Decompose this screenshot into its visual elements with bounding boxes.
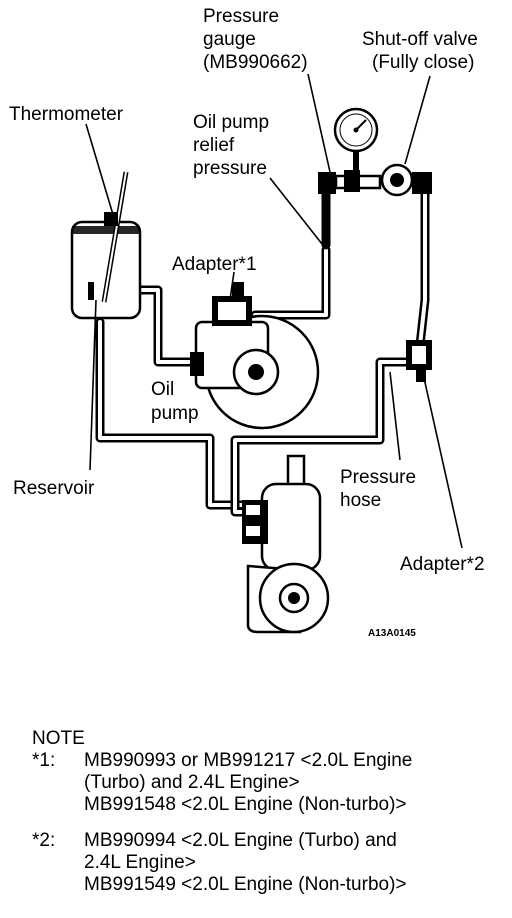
label-reservoir: Reservoir [13,478,95,499]
label-oil-pump-1: Oil [151,379,174,400]
note-line: 2.4L Engine> [84,852,196,873]
adapter-2 [406,340,432,382]
note-line: MB990993 or MB991217 <2.0L Engine [84,750,413,771]
note-line: MB990994 <2.0L Engine (Turbo) and [84,830,397,851]
figure-code: A13A0145 [368,628,416,639]
oil-pump [190,282,320,430]
note-line: MB991549 <2.0L Engine (Non-turbo)> [84,874,407,895]
note-title: NOTE [32,728,85,749]
leader-lines [85,73,463,549]
pressure-gauge [333,107,379,180]
label-adapter-1: Adapter*1 [172,254,257,275]
note-text-2: MB990994 <2.0L Engine (Turbo) and 2.4L E… [84,830,502,896]
label-shutoff-valve-2: (Fully close) [372,52,474,73]
label-relief-3: pressure [193,158,267,179]
label-thermometer: Thermometer [9,104,124,125]
label-relief-1: Oil pump [193,112,269,133]
label-pressure-gauge-2: gauge [203,29,256,50]
note-line: MB991548 <2.0L Engine (Non-turbo)> [84,794,407,815]
thermometer [101,171,129,303]
hoses [95,175,430,517]
labels: Pressure gauge (MB990662) Shut-off valve… [9,6,485,639]
label-oil-pump-2: pump [151,403,199,424]
gauge-manifold [318,163,432,197]
note-section: NOTE *1: MB990993 or MB991217 <2.0L Engi… [32,728,502,896]
steering-gear [242,454,330,634]
label-relief-2: relief [193,135,235,156]
label-shutoff-valve-1: Shut-off valve [362,29,478,50]
note-line: (Turbo) and 2.4L Engine> [84,772,300,793]
label-pressure-hose-2: hose [340,490,381,511]
label-pressure-hose-1: Pressure [340,467,416,488]
label-pressure-gauge-3: (MB990662) [203,52,308,73]
reservoir [70,220,142,320]
note-item-1: *1: MB990993 or MB991217 <2.0L Engine (T… [32,750,502,816]
note-key-2: *2: [32,830,56,851]
label-adapter-2: Adapter*2 [400,554,485,575]
note-text-1: MB990993 or MB991217 <2.0L Engine (Turbo… [84,750,502,816]
label-pressure-gauge-1: Pressure [203,6,279,27]
note-key-1: *1: [32,750,56,771]
power-steering-test-diagram: Pressure gauge (MB990662) Shut-off valve… [9,6,485,639]
note-item-2: *2: MB990994 <2.0L Engine (Turbo) and 2.… [32,830,502,896]
